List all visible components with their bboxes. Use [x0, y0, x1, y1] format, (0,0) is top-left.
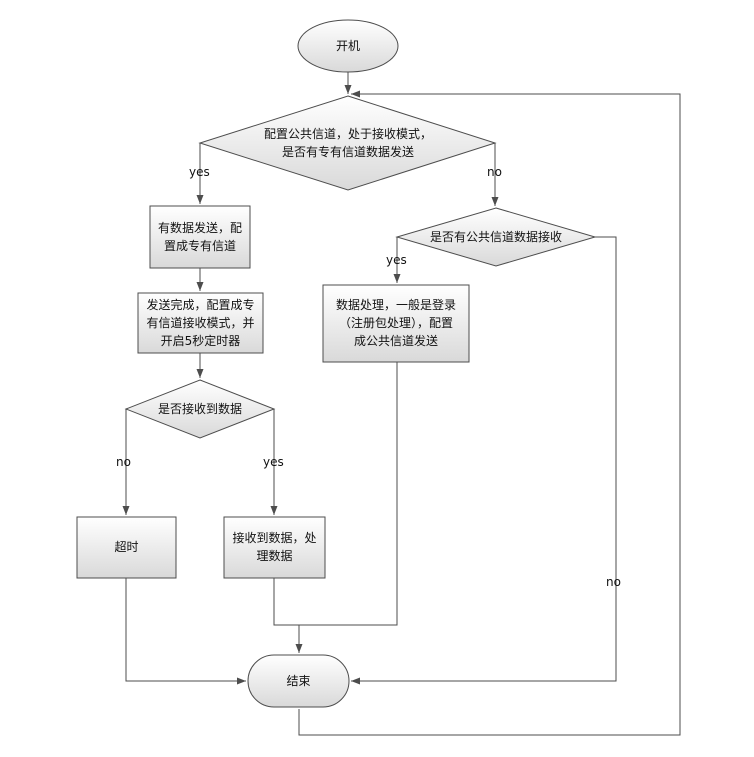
- process-register-line-1: 数据处理，一般是登录: [335, 298, 456, 312]
- receive-process-node: [223, 516, 326, 579]
- send-config-line-1: 有数据发送，配: [157, 221, 242, 235]
- send-done-label: 发送完成，配置成专 有信道接收模式，并 开启5秒定时器: [138, 296, 263, 350]
- edge-label-main-yes: yes: [189, 165, 210, 179]
- decision-main-label: 配置公共信道，处于接收模式， 是否有专有信道数据发送: [220, 125, 476, 161]
- end-label: 结束: [286, 674, 311, 688]
- send-done-line-2: 有信道接收模式，并: [146, 316, 255, 330]
- send-done-line-1: 发送完成，配置成专: [146, 298, 255, 312]
- timeout-label: 超时: [114, 540, 139, 554]
- process-register-line-2: （注册包处理），配置: [338, 316, 453, 330]
- start-node: [297, 19, 399, 73]
- send-done-node: [137, 292, 264, 354]
- receive-process-label: 接收到数据，处 理数据: [224, 529, 325, 565]
- decision-public-label: 是否有公共信道数据接收: [429, 230, 562, 244]
- edge-label-received-yes: yes: [263, 455, 284, 469]
- receive-process-line-2: 理数据: [256, 549, 293, 563]
- edge-label-received-no: no: [116, 455, 131, 469]
- decision-main-line-2: 是否有专有信道数据发送: [281, 145, 414, 159]
- edge-label-public-no: no: [606, 575, 621, 589]
- start-label: 开机: [335, 39, 360, 53]
- decision-main-node: [198, 95, 497, 191]
- send-config-line-2: 置成专有信道: [163, 239, 236, 253]
- edge-public-no: [351, 236, 617, 685]
- decision-received-node: [124, 379, 276, 439]
- decision-main-line-1: 配置公共信道，处于接收模式，: [263, 127, 432, 141]
- edge-label-main-no: no: [487, 165, 502, 179]
- receive-process-line-1: 接收到数据，处: [232, 531, 317, 545]
- edge-loop-back: [298, 90, 681, 736]
- edge-label-public-yes: yes: [386, 253, 407, 267]
- end-node: [247, 654, 350, 708]
- timeout-node: [76, 516, 177, 579]
- send-config-node: [149, 205, 251, 269]
- process-register-label: 数据处理，一般是登录 （注册包处理），配置 成公共信道发送: [323, 296, 469, 350]
- send-done-line-3: 开启5秒定时器: [160, 334, 241, 348]
- decision-public-node: [395, 207, 597, 267]
- edge-register-to-merge: [299, 362, 398, 626]
- process-register-node: [322, 284, 470, 363]
- decision-received-label: 是否接收到数据: [157, 402, 242, 416]
- send-config-label: 有数据发送，配 置成专有信道: [150, 219, 250, 255]
- edge-receive-to-merge: [273, 578, 299, 626]
- edge-timeout-to-end: [125, 578, 246, 685]
- process-register-line-3: 成公共信道发送: [353, 334, 438, 348]
